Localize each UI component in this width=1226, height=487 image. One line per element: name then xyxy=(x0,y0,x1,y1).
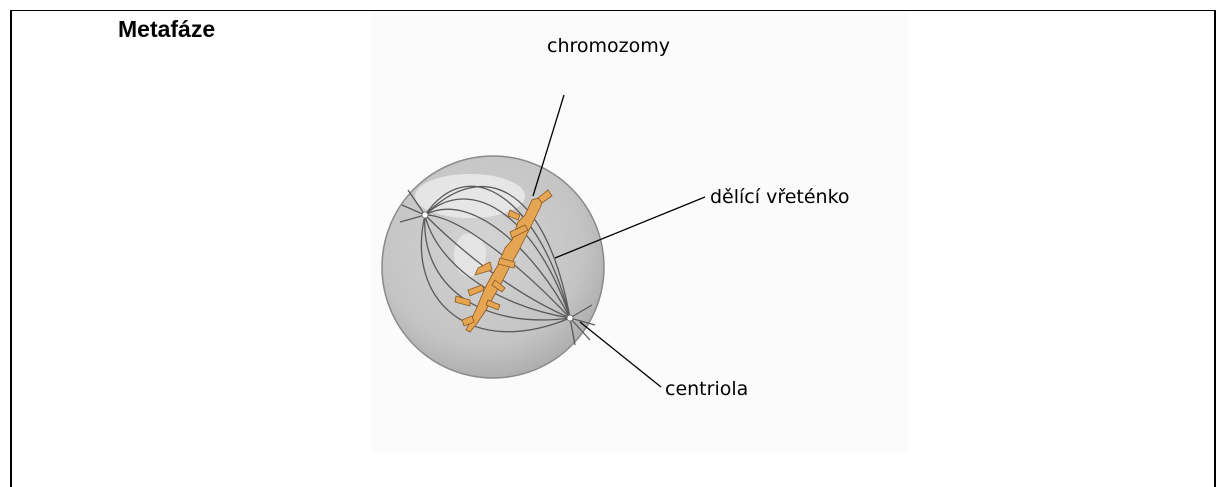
leader-line-centriole xyxy=(580,322,661,387)
centriole-right xyxy=(567,315,573,321)
label-spindle: dělící vřeténko xyxy=(710,188,850,207)
label-centriole: centriola xyxy=(665,380,748,399)
label-chromosomes: chromozomy xyxy=(547,37,670,56)
centriole-left xyxy=(422,212,428,218)
